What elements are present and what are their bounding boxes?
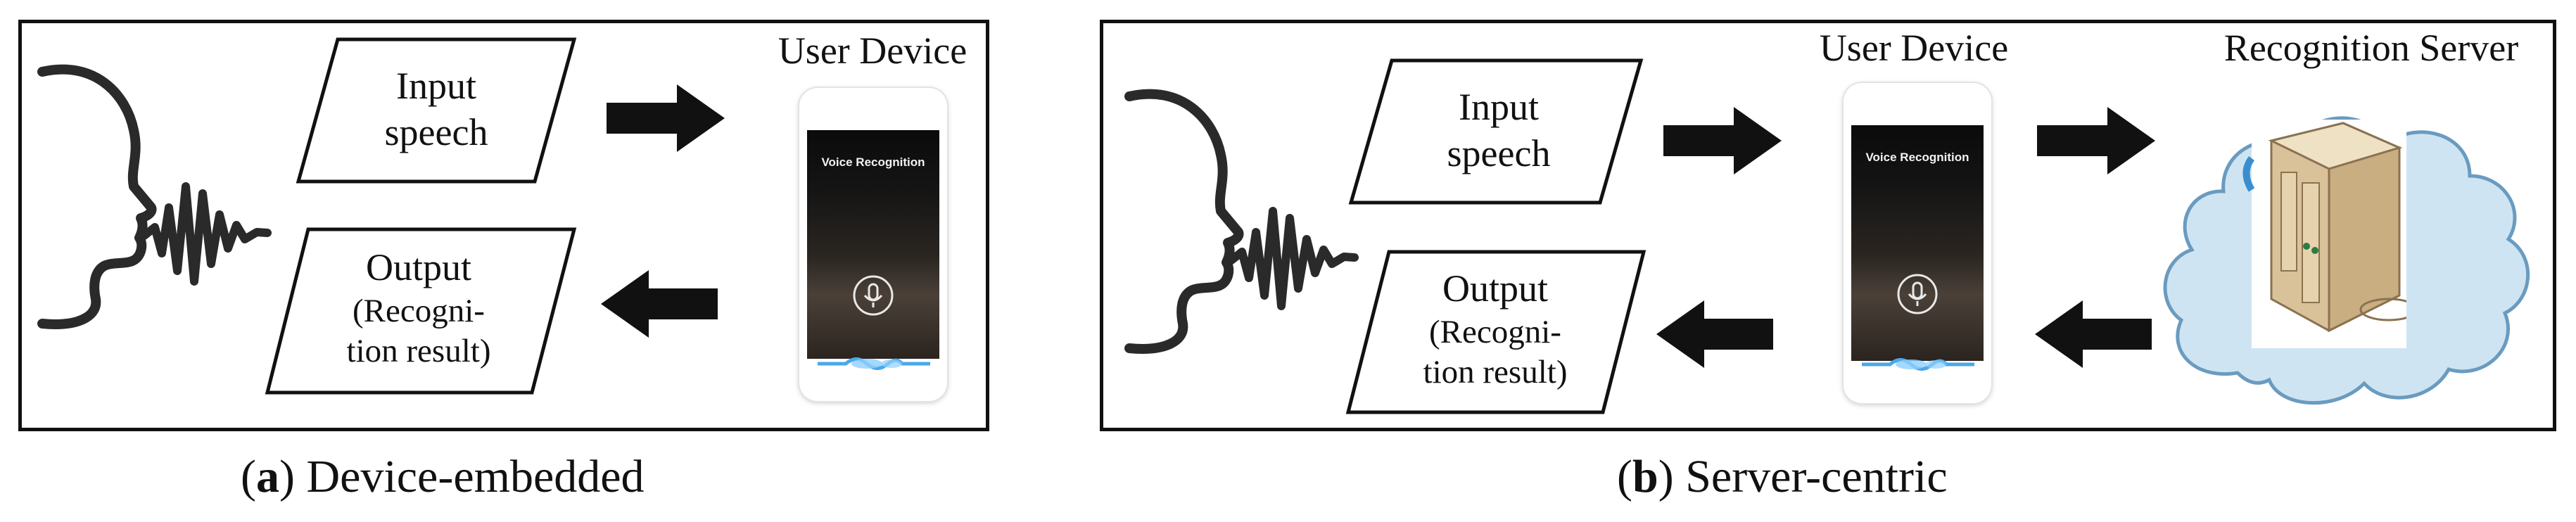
arrow-left-icon bbox=[1656, 300, 1773, 368]
screen-title: Voice Recognition bbox=[1865, 151, 1969, 164]
phone-screen: Voice Recognition bbox=[1851, 125, 1984, 371]
voice-wave-icon bbox=[1862, 358, 1974, 371]
arrow-right-icon bbox=[2037, 107, 2155, 174]
output-result-label: Output (Recogni- tion result) bbox=[346, 246, 491, 370]
input-speech-box bbox=[1348, 58, 1644, 205]
user-device-title: User Device bbox=[1819, 27, 2009, 69]
output-result-box bbox=[265, 227, 577, 395]
input-speech-box bbox=[296, 37, 577, 184]
recognition-server-title: Recognition Server bbox=[2223, 27, 2519, 69]
input-speech-label: Input speech bbox=[384, 65, 488, 153]
server-icon bbox=[2242, 120, 2406, 348]
user-device-title: User Device bbox=[778, 30, 967, 72]
output-result-box bbox=[1345, 250, 1647, 414]
user-device-phone: Voice Recognition bbox=[799, 88, 947, 401]
user-device-phone: Voice Recognition bbox=[1844, 83, 1991, 403]
arrow-right-icon bbox=[1663, 107, 1782, 174]
arrow-left-icon bbox=[601, 270, 718, 338]
sound-wave-icon bbox=[141, 182, 272, 286]
caption-b: (b) Server-centric bbox=[1617, 451, 1948, 502]
phone-screen: Voice Recognition bbox=[807, 130, 939, 370]
arrow-left-icon bbox=[2035, 300, 2152, 368]
voice-wave-icon bbox=[818, 357, 930, 370]
output-result-label: Output (Recogni- tion result) bbox=[1423, 267, 1568, 391]
microphone-icon bbox=[853, 275, 894, 316]
sound-wave-icon bbox=[1228, 207, 1359, 310]
caption-a: (a) Device-embedded bbox=[241, 451, 645, 502]
input-speech-label: Input speech bbox=[1447, 86, 1551, 174]
microphone-icon bbox=[1897, 274, 1938, 314]
arrow-right-icon bbox=[607, 84, 725, 152]
screen-title: Voice Recognition bbox=[821, 155, 925, 169]
